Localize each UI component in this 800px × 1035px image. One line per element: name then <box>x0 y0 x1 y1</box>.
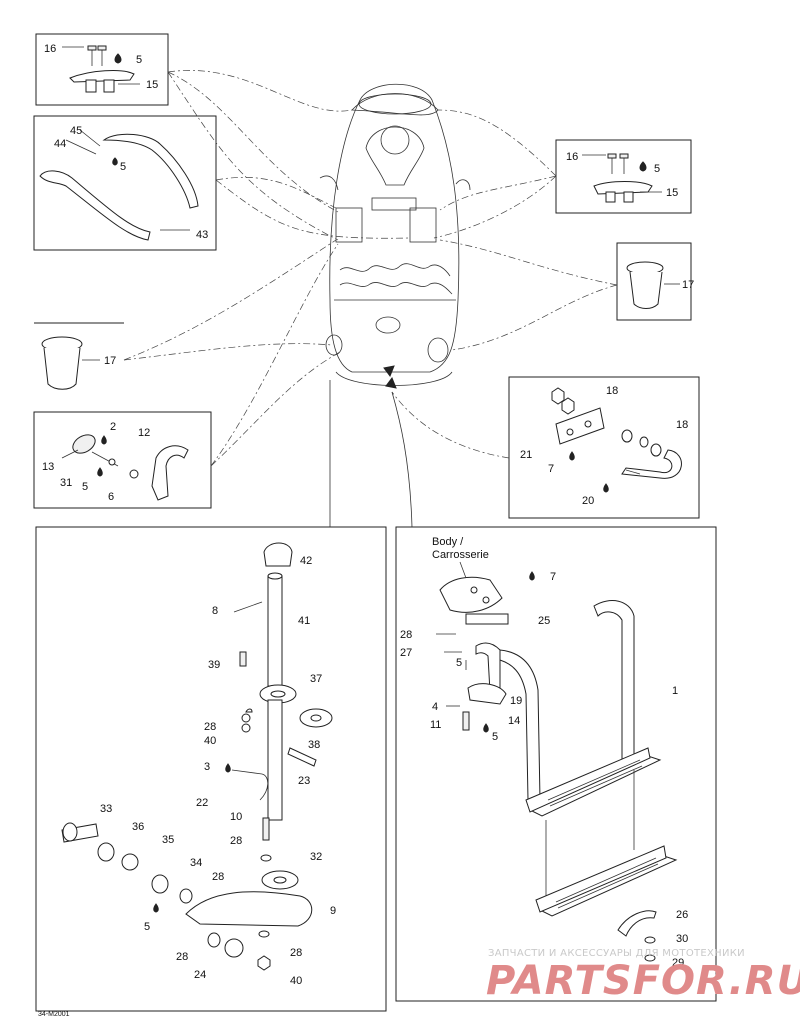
frame-ladder <box>395 526 717 1002</box>
watermark-logo: PARTSFOR.RU <box>486 958 800 1004</box>
callout-33: 33 <box>100 803 112 815</box>
callout-3: 3 <box>204 761 210 773</box>
callout-28: 28 <box>400 629 412 641</box>
callout-2: 2 <box>110 421 116 433</box>
callout-12: 12 <box>138 427 150 439</box>
callout-4: 4 <box>432 701 438 713</box>
frame-cleat-right <box>555 139 692 214</box>
callout-20: 20 <box>582 495 594 507</box>
callout-5: 5 <box>144 921 150 933</box>
frame-lock <box>33 411 212 509</box>
callout-15: 15 <box>666 187 678 199</box>
callout-40: 40 <box>290 975 302 987</box>
callout-45: 45 <box>70 125 82 137</box>
callout-19: 19 <box>510 695 522 707</box>
callout-22: 22 <box>196 797 208 809</box>
callout-34: 34 <box>190 857 202 869</box>
callout-43: 43 <box>196 229 208 241</box>
callout-21: 21 <box>520 449 532 461</box>
callout-29: 29 <box>672 957 684 969</box>
callout-28: 28 <box>212 871 224 883</box>
callout-31: 31 <box>60 477 72 489</box>
body-leader <box>459 561 467 579</box>
callout-13: 13 <box>42 461 54 473</box>
callout-14: 14 <box>508 715 520 727</box>
frame-cleat-left <box>35 33 169 106</box>
callout-labels: 16 5 15 45 44 5 43 16 5 15 17 17 2 12 13… <box>42 43 694 987</box>
drawing-code: 34-M2001 <box>38 1011 70 1018</box>
callout-9: 9 <box>330 905 336 917</box>
callout-16: 16 <box>44 43 56 55</box>
callout-5: 5 <box>654 163 660 175</box>
callout-10: 10 <box>230 811 242 823</box>
callout-1: 1 <box>672 685 678 697</box>
callout-11: 11 <box>430 719 441 731</box>
callout-25: 25 <box>538 615 550 627</box>
callout-8: 8 <box>212 605 218 617</box>
frame-post-assembly <box>35 526 387 1012</box>
post-assembly <box>61 542 333 971</box>
callout-24: 24 <box>194 969 206 981</box>
callout-30: 30 <box>676 933 688 945</box>
callout-16: 16 <box>566 151 578 163</box>
callout-17: 17 <box>682 279 694 291</box>
callout-5: 5 <box>82 481 88 493</box>
cleat-left <box>62 45 140 93</box>
callout-42: 42 <box>300 555 312 567</box>
callout-35: 35 <box>162 834 174 846</box>
frame-cup-right <box>616 242 692 321</box>
callout-18: 18 <box>676 419 688 431</box>
callout-39: 39 <box>208 659 220 671</box>
ladder <box>436 571 678 962</box>
callout-41: 41 <box>298 615 310 627</box>
callout-44: 44 <box>54 138 66 150</box>
watermark-tagline: ЗАПЧАСТИ И АКСЕССУАРЫ ДЛЯ МОТОТЕХНИКИ <box>488 948 745 959</box>
callout-28: 28 <box>204 721 216 733</box>
callout-26: 26 <box>676 909 688 921</box>
callout-17: 17 <box>104 355 116 367</box>
callout-7: 7 <box>550 571 556 583</box>
callout-7: 7 <box>548 463 554 475</box>
callout-28: 28 <box>290 947 302 959</box>
callout-5: 5 <box>136 54 142 66</box>
callout-23: 23 <box>298 775 310 787</box>
callout-5: 5 <box>120 161 126 173</box>
callout-27: 27 <box>400 647 412 659</box>
cup-right <box>626 261 680 309</box>
callout-28: 28 <box>176 951 188 963</box>
lock-assembly <box>61 434 189 501</box>
callout-5: 5 <box>456 657 462 669</box>
frame-tow-eye <box>508 376 700 519</box>
callout-32: 32 <box>310 851 322 863</box>
callout-37: 37 <box>310 673 322 685</box>
callout-6: 6 <box>108 491 114 503</box>
body-label-line1: Body / <box>432 536 464 548</box>
leader-lines <box>123 70 618 528</box>
frame-handle <box>33 115 217 251</box>
callout-40: 40 <box>204 735 216 747</box>
handle <box>39 129 199 241</box>
callout-36: 36 <box>132 821 144 833</box>
callout-15: 15 <box>146 79 158 91</box>
callout-18: 18 <box>606 385 618 397</box>
tow-eye <box>551 387 682 493</box>
callout-28: 28 <box>230 835 242 847</box>
body-label-line2: Carrosserie <box>432 549 489 561</box>
callout-38: 38 <box>308 739 320 751</box>
cleat-right <box>582 153 662 203</box>
callout-5: 5 <box>492 731 498 743</box>
cup-left <box>41 336 100 390</box>
